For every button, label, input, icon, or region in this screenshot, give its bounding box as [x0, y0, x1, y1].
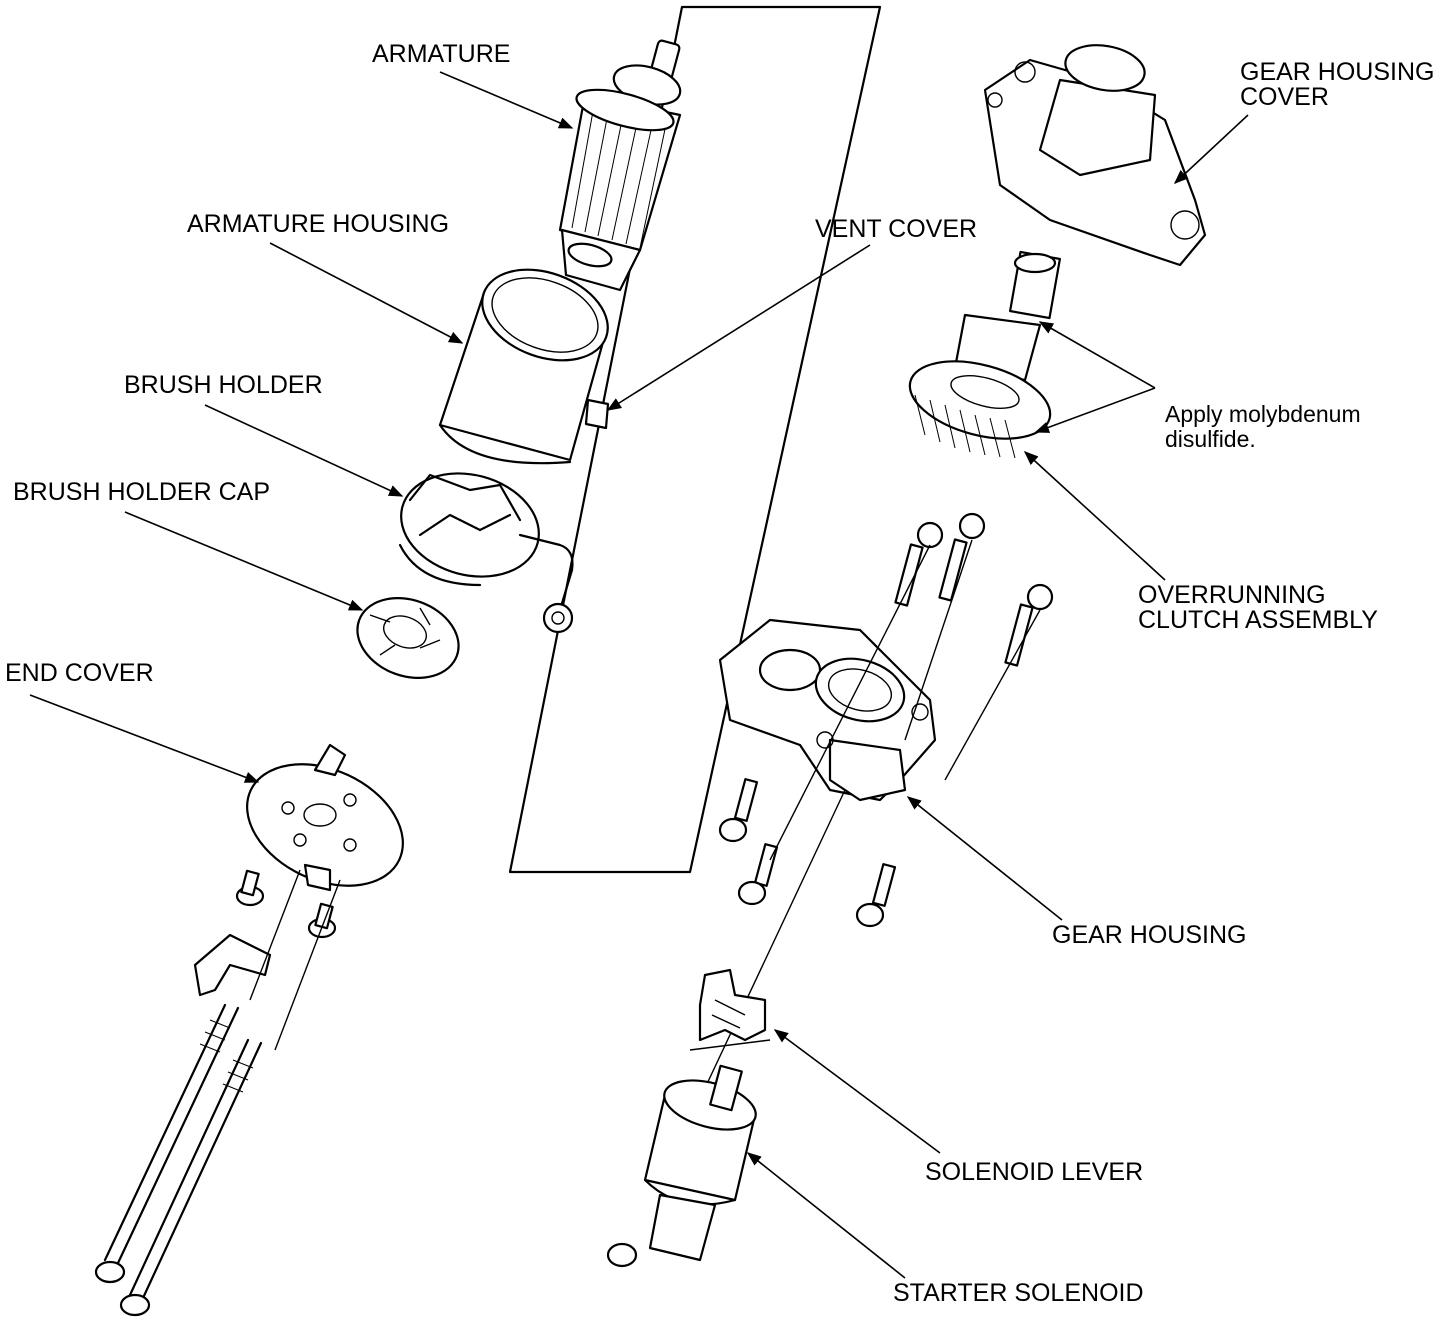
- label-gear-housing-cover-line2: COVER: [1240, 83, 1329, 111]
- end-cover-part: [246, 743, 404, 892]
- label-brush-holder: BRUSH HOLDER: [124, 371, 323, 399]
- label-gear-housing: GEAR HOUSING: [1052, 921, 1247, 949]
- label-apply-line1: Apply molybdenum: [1165, 401, 1361, 427]
- gear-housing-bolts: [718, 512, 1054, 928]
- bracket-part: [193, 933, 272, 997]
- label-brush-holder-cap: BRUSH HOLDER CAP: [13, 478, 270, 506]
- brush-holder-cap-part: [356, 597, 460, 679]
- overrunning-clutch-part: [908, 250, 1062, 459]
- label-gear-housing-cover: GEAR HOUSING COVER: [1240, 60, 1434, 110]
- label-starter-solenoid: STARTER SOLENOID: [893, 1279, 1144, 1307]
- brush-holder-part: [398, 472, 574, 634]
- label-vent-cover: VENT COVER: [815, 215, 978, 243]
- label-overrunning-line1: OVERRUNNING: [1138, 581, 1326, 609]
- solenoid-lever-part: [689, 968, 771, 1051]
- label-armature: ARMATURE: [372, 40, 511, 68]
- armature-housing-part: [438, 268, 609, 465]
- gear-housing-cover-part: [983, 44, 1207, 267]
- label-overrunning-clutch: OVERRUNNING CLUTCH ASSEMBLY: [1138, 583, 1378, 633]
- label-end-cover: END COVER: [5, 659, 154, 687]
- label-armature-housing: ARMATURE HOUSING: [187, 210, 450, 238]
- leader-lines: [29, 71, 1249, 1279]
- label-overrunning-line2: CLUTCH ASSEMBLY: [1138, 606, 1378, 634]
- starter-solenoid-part: [606, 1064, 757, 1268]
- gear-housing-part: [718, 618, 937, 802]
- label-apply-molybdenum: Apply molybdenum disulfide.: [1165, 402, 1361, 452]
- label-gear-housing-cover-line1: GEAR HOUSING: [1240, 58, 1435, 86]
- label-solenoid-lever: SOLENOID LEVER: [925, 1158, 1144, 1186]
- vent-cover-part: [584, 398, 610, 430]
- label-apply-line2: disulfide.: [1165, 426, 1256, 452]
- armature-part: [558, 39, 682, 292]
- through-bolts: [94, 1003, 263, 1317]
